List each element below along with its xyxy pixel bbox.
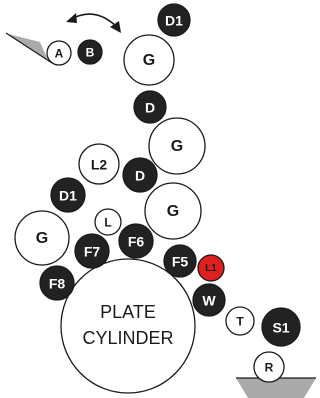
roller-label-d-lower: D bbox=[135, 168, 145, 184]
roller-label-w: W bbox=[202, 293, 216, 309]
roller-label-t: T bbox=[236, 315, 244, 329]
roller-l bbox=[94, 208, 122, 236]
roller-label-d-upper: D bbox=[145, 100, 155, 116]
roller-w bbox=[192, 283, 226, 317]
oscillation-arrow-head-right bbox=[110, 21, 121, 33]
roller-label-f6: F6 bbox=[128, 234, 145, 250]
roller-l1 bbox=[197, 254, 225, 282]
roller-g-lower bbox=[144, 182, 202, 240]
roller-g-top bbox=[123, 34, 175, 86]
roller-label-g-top: G bbox=[143, 52, 155, 69]
roller-label-l2: L2 bbox=[91, 157, 108, 173]
roller-label-b: B bbox=[86, 46, 95, 60]
roller-s1 bbox=[261, 307, 301, 347]
roller-a bbox=[46, 40, 72, 66]
roller-f6 bbox=[118, 223, 154, 259]
roller-g-mid bbox=[148, 117, 206, 175]
plate-cylinder bbox=[60, 258, 196, 394]
plate-cylinder-label-line1: PLATE bbox=[100, 302, 156, 322]
roller-d-lower bbox=[122, 157, 158, 193]
roller-r bbox=[253, 351, 285, 383]
oscillation-arrow-head-left bbox=[66, 13, 77, 23]
roller-t bbox=[225, 306, 255, 336]
roller-d-upper bbox=[133, 90, 167, 124]
ink-fountain-blade bbox=[5, 32, 53, 64]
roller-d1-top bbox=[157, 3, 191, 37]
roller-label-a: A bbox=[55, 47, 64, 61]
roller-label-f5: F5 bbox=[172, 254, 189, 270]
roller-label-f8: F8 bbox=[49, 276, 66, 292]
dampening-pan bbox=[236, 378, 316, 398]
roller-label-d1-left: D1 bbox=[59, 188, 77, 204]
roller-label-r: R bbox=[265, 361, 274, 375]
roller-label-g-mid: G bbox=[171, 138, 183, 155]
roller-label-d1-top: D1 bbox=[165, 13, 183, 29]
roller-f8 bbox=[39, 265, 75, 301]
roller-label-f7: F7 bbox=[84, 244, 101, 260]
roller-label-g-lower: G bbox=[167, 203, 179, 220]
roller-b bbox=[77, 39, 103, 65]
roller-f5 bbox=[163, 244, 197, 278]
roller-label-l1: L1 bbox=[205, 263, 217, 274]
roller-g-left bbox=[14, 210, 70, 266]
roller-l2 bbox=[78, 143, 120, 185]
roller-label-g-left: G bbox=[36, 230, 48, 247]
plate-cylinder-label-line2: CYLINDER bbox=[82, 328, 173, 348]
oscillation-arrow bbox=[69, 13, 119, 29]
roller-label-l: L bbox=[104, 216, 111, 230]
roller-d1-left bbox=[50, 177, 86, 213]
roller-label-s1: S1 bbox=[272, 320, 289, 336]
roller-f7 bbox=[74, 233, 110, 269]
